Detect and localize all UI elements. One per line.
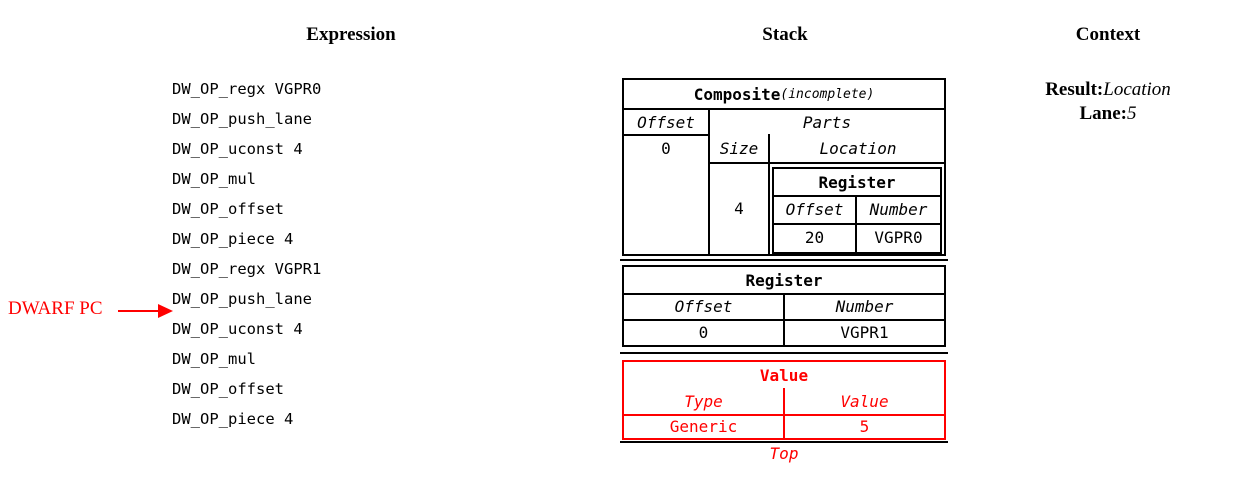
page-title-expression: Expression <box>306 24 396 45</box>
context-panel: Result:Location Lane:5 <box>1000 78 1216 126</box>
composite-title-suffix: (incomplete) <box>780 86 875 102</box>
arrow-shaft <box>118 310 164 312</box>
opcode-line: DW_OP_uconst 4 <box>172 140 303 158</box>
value-value-value: 5 <box>859 416 870 436</box>
opcode-line: DW_OP_mul <box>172 350 256 368</box>
composite-col-parts: Parts <box>802 112 852 132</box>
stack-entry-composite: Composite(incomplete) Offset Parts 0 Siz… <box>622 78 946 256</box>
divider <box>774 195 940 197</box>
inner-register-offset-value: 20 <box>804 228 825 247</box>
stack-entry-register: Register Offset Number 0 VGPR1 <box>622 265 946 347</box>
register-offset-value: 0 <box>698 322 709 342</box>
dwarf-pc-marker: DWARF PC <box>8 298 173 326</box>
page-title-context: Context <box>1075 24 1141 45</box>
opcode-line: DW_OP_mul <box>172 170 256 188</box>
value-col-type: Type <box>684 391 723 411</box>
context-value-result: Location <box>1103 79 1171 100</box>
context-row-result: Result:Location <box>1000 78 1216 102</box>
opcode-line: DW_OP_offset <box>172 380 284 398</box>
arrow-right-icon <box>158 304 173 318</box>
part-location-register-table: Register Offset Number 20 VGPR0 <box>772 167 942 254</box>
context-key-lane: Lane: <box>1079 103 1128 124</box>
value-title: Value <box>759 365 809 385</box>
parts-col-location: Location <box>819 138 897 158</box>
divider <box>710 162 944 164</box>
divider <box>624 134 708 136</box>
opcode-line: DW_OP_piece 4 <box>172 410 294 428</box>
value-col-value: Value <box>840 391 889 411</box>
divider <box>708 108 710 254</box>
dwarf-pc-label: DWARF PC <box>8 298 103 319</box>
opcode-line: DW_OP_regx VGPR1 <box>172 260 322 278</box>
divider <box>783 293 785 345</box>
parts-col-size: Size <box>719 138 759 158</box>
opcode-line: DW_OP_piece 4 <box>172 230 294 248</box>
divider <box>624 108 944 110</box>
stack-separator <box>620 259 948 261</box>
register-col-number: Number <box>835 296 894 316</box>
inner-register-col-number: Number <box>869 199 928 219</box>
stack-entry-value: Value Type Value Generic 5 <box>622 360 946 440</box>
register-col-offset: Offset <box>674 296 733 316</box>
divider <box>774 223 940 225</box>
divider <box>783 388 785 438</box>
composite-title: Composite(incomplete) <box>624 80 944 108</box>
opcode-line: DW_OP_uconst 4 <box>172 320 303 338</box>
opcode-line: DW_OP_push_lane <box>172 290 312 308</box>
stack-top-label: Top <box>769 444 799 463</box>
opcode-line: DW_OP_offset <box>172 200 284 218</box>
register-number-value: VGPR1 <box>840 322 889 342</box>
divider <box>855 195 857 252</box>
part-size-value: 4 <box>734 198 744 218</box>
page-title-stack: Stack <box>762 24 808 45</box>
composite-col-offset: Offset <box>637 112 695 132</box>
inner-register-number-value: VGPR0 <box>874 228 923 247</box>
context-row-lane: Lane:5 <box>1000 102 1216 126</box>
value-type-value: Generic <box>669 416 738 436</box>
composite-title-text: Composite <box>693 84 781 104</box>
inner-register-col-offset: Offset <box>785 199 844 219</box>
stack-bottom-rule <box>620 441 948 443</box>
context-key-result: Result: <box>1045 79 1104 100</box>
composite-offset-value: 0 <box>661 138 671 158</box>
inner-register-title: Register <box>818 172 896 192</box>
expression-opcode-list: DW_OP_regx VGPR0 DW_OP_push_lane DW_OP_u… <box>172 74 321 434</box>
stack-separator <box>620 352 948 354</box>
divider <box>768 134 770 254</box>
context-value-lane: 5 <box>1127 103 1137 124</box>
register-title: Register <box>745 270 823 290</box>
opcode-line: DW_OP_push_lane <box>172 110 312 128</box>
opcode-line: DW_OP_regx VGPR0 <box>172 80 322 98</box>
